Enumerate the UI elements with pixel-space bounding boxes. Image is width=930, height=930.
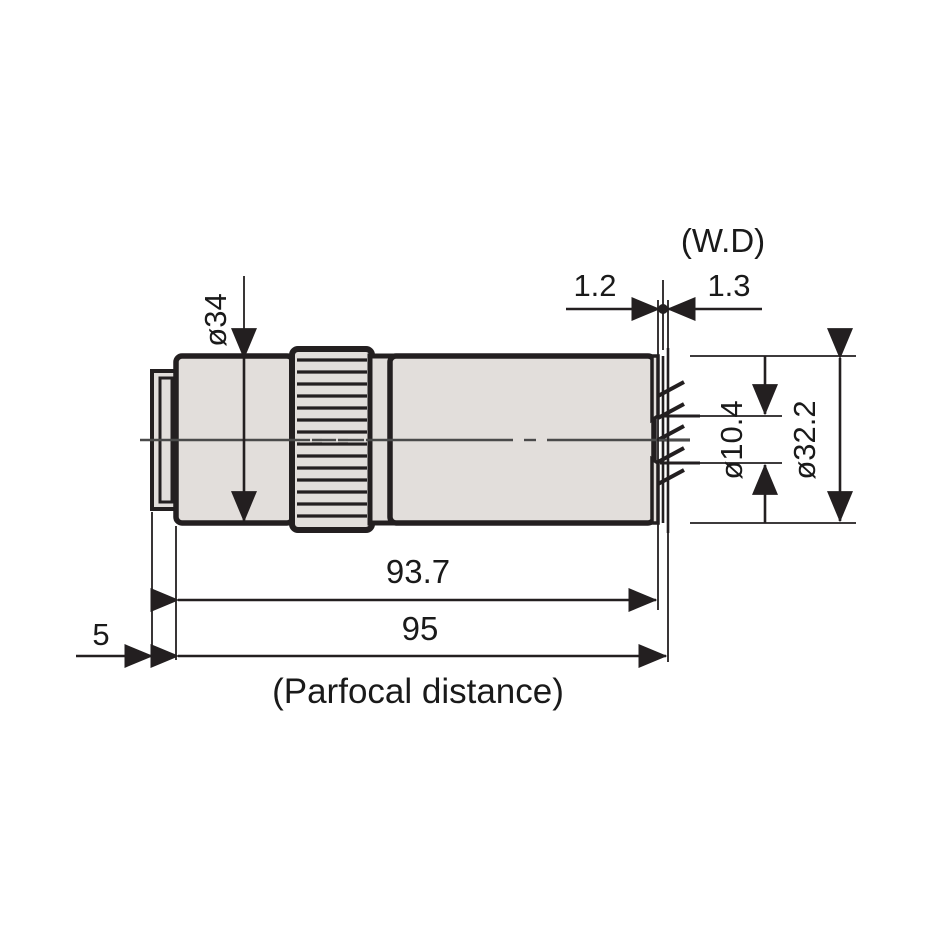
- dimension-label-5: 5: [92, 617, 109, 652]
- knurl-bands: [297, 358, 367, 518]
- wd-origin-dot: [658, 304, 668, 314]
- dimension-label-1-2: 1.2: [573, 268, 616, 303]
- lens-body-group: [140, 346, 700, 533]
- dimension-label-95: 95: [402, 610, 439, 647]
- dimension-dia-32-2: ø32.2: [787, 328, 853, 523]
- dimension-dia-34: ø34: [198, 293, 257, 523]
- dimension-dia-10-4: ø10.4: [714, 356, 778, 523]
- dimension-95: 95: [150, 610, 668, 668]
- dimension-label-dia-34: ø34: [198, 293, 233, 346]
- dimension-label-dia-10-4: ø10.4: [714, 400, 749, 479]
- label-parfocal-distance: (Parfocal distance): [272, 672, 564, 711]
- label-working-distance: (W.D): [681, 222, 765, 259]
- dimension-label-dia-32-2: ø32.2: [787, 400, 822, 479]
- dimension-thread-5: 5: [76, 617, 154, 668]
- dimension-wd-row: 1.2 1.3 (W.D): [566, 222, 765, 321]
- dimension-label-93-7: 93.7: [386, 553, 450, 590]
- dimension-93-7: 93.7: [150, 553, 658, 612]
- dimension-label-1-3: 1.3: [707, 268, 750, 303]
